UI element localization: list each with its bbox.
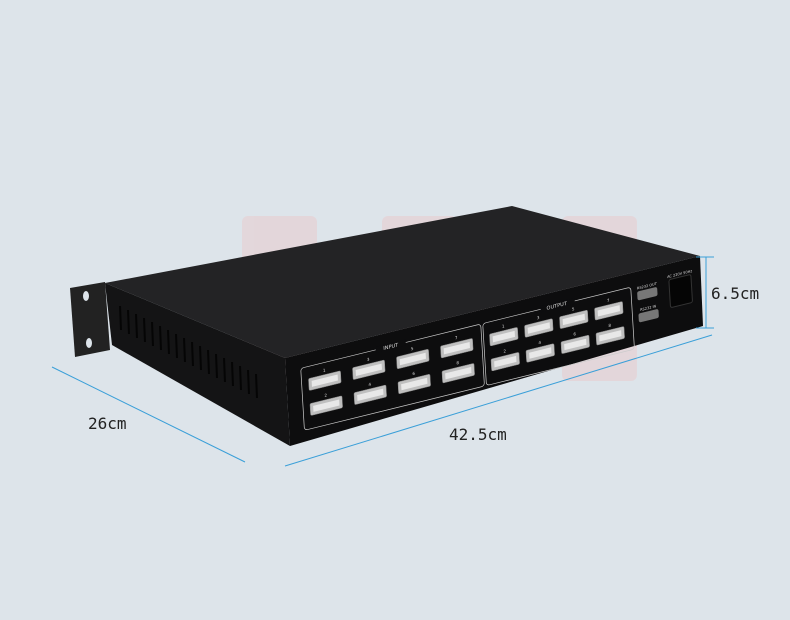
height-dimension: 6.5cm — [711, 284, 760, 303]
input-port-number: 8 — [456, 360, 459, 366]
rack-ear — [70, 282, 110, 357]
power-socket[interactable] — [668, 274, 693, 308]
input-port-number: 3 — [367, 356, 370, 362]
input-port-number: 2 — [324, 392, 327, 398]
output-port-number: 2 — [503, 348, 506, 354]
output-port-number: 4 — [538, 340, 541, 346]
input-label: INPUT — [383, 342, 399, 352]
power-label: AC 220V 50Hz — [667, 269, 692, 279]
input-port-number: 7 — [455, 335, 458, 341]
output-port-number: 1 — [502, 323, 505, 329]
output-port-number: 8 — [608, 322, 611, 328]
output-port-number: 7 — [607, 297, 610, 303]
dvi-pin-block — [401, 377, 428, 391]
dvi-pin-block — [313, 399, 340, 412]
rs232-out-label: RS232 OUT — [637, 282, 658, 291]
output-label: OUTPUT — [546, 301, 568, 312]
dvi-pin-block — [599, 330, 622, 342]
output-port-number: 6 — [573, 331, 576, 337]
dvi-pin-block — [311, 374, 338, 387]
dvi-pin-block — [494, 355, 517, 368]
dvi-pin-block — [357, 388, 384, 402]
dvi-pin-block — [597, 305, 620, 317]
dvi-pin-block — [564, 338, 587, 351]
dvi-pin-block — [562, 313, 585, 326]
width-dimension: 42.5cm — [449, 425, 507, 444]
dvi-pin-block — [399, 352, 426, 366]
depth-dimension: 26cm — [88, 414, 127, 433]
chassis-top — [105, 206, 700, 358]
dimension-lines — [51, 256, 714, 467]
input-port-number: 1 — [323, 367, 326, 373]
vent-slots — [119, 305, 258, 399]
dvi-pin-block — [445, 366, 472, 380]
chassis-front — [285, 256, 703, 446]
input-port-number: 6 — [412, 371, 415, 377]
output-port-number: 3 — [537, 315, 540, 321]
rs232-out-port[interactable] — [637, 287, 658, 301]
dvi-pin-block — [529, 347, 552, 359]
dvi-pin-block — [443, 341, 470, 355]
dvi-pin-block — [492, 330, 515, 343]
rs232-in-port[interactable] — [638, 309, 659, 323]
output-port-number: 5 — [572, 306, 575, 312]
rs232-in-label: RS232 IN — [640, 304, 657, 312]
input-port-number: 4 — [368, 381, 371, 387]
input-port-number: 5 — [411, 346, 414, 352]
dvi-pin-block — [527, 322, 550, 334]
dvi-pin-block — [355, 363, 382, 377]
